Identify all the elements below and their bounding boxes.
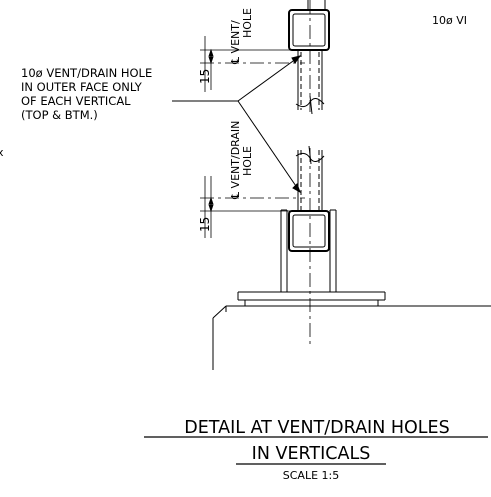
upper-dimension-value: 15	[198, 69, 212, 84]
lower-dimension	[200, 176, 290, 238]
detail-title-line2: IN VERTICALS	[252, 444, 371, 464]
top-right-label-fragment: 10ø VI	[432, 14, 467, 27]
upper-vertical-tube	[288, 0, 330, 115]
left-edge-label-fragment: x	[0, 146, 4, 159]
callout-text-line1: 10ø VENT/DRAIN HOLE	[21, 66, 152, 80]
callout-text-line4: (TOP & BTM.)	[21, 108, 98, 122]
detail-title-line1: DETAIL AT VENT/DRAIN HOLES	[184, 418, 449, 438]
foundation	[212, 305, 227, 370]
lower-dimension-value: 15	[198, 217, 212, 232]
upper-dimension	[200, 36, 290, 92]
upper-centerline-label: ℄ VENT/	[229, 20, 242, 65]
callout-text-line2: IN OUTER FACE ONLY	[21, 80, 143, 94]
lower-centerline-label: ℄ VENT/DRAIN	[229, 121, 242, 200]
callout-text-line3: OF EACH VERTICAL	[21, 94, 131, 108]
base-plate	[226, 291, 491, 307]
detail-scale: SCALE 1:5	[283, 469, 339, 482]
lower-hole-label: HOLE	[241, 146, 254, 176]
lower-vertical-tube	[288, 145, 330, 252]
base-sleeve	[280, 209, 337, 292]
upper-hole-label: HOLE	[241, 8, 254, 38]
